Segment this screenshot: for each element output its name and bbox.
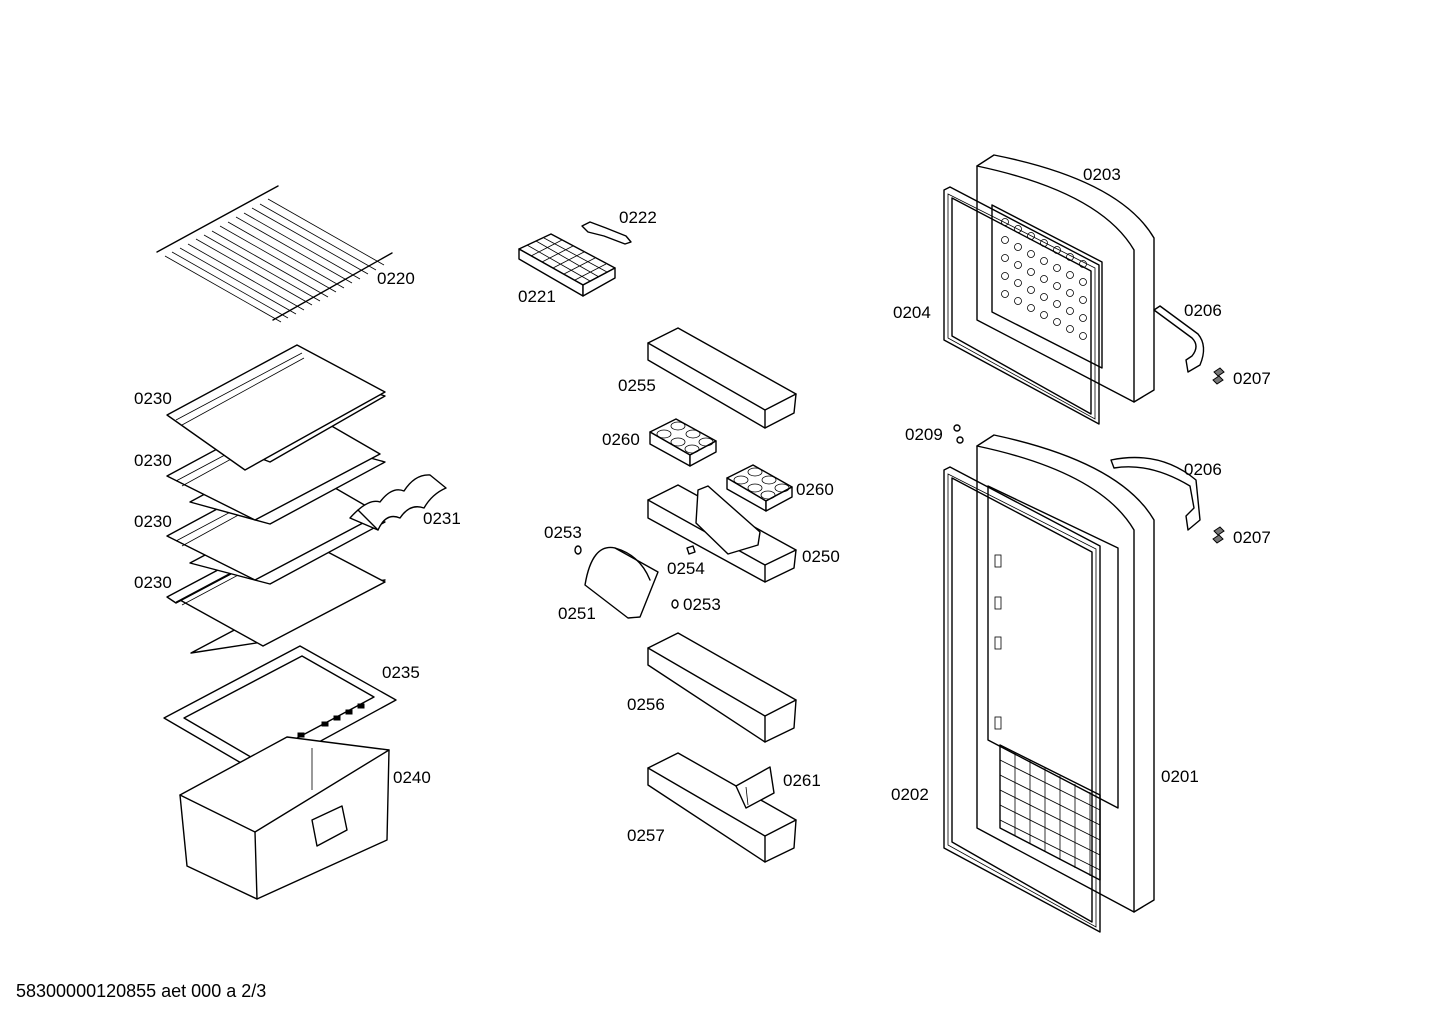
part-label-0257: 0257 [627,826,665,845]
part-label-0207-upper: 0207 [1233,369,1271,388]
part-label-0260-right: 0260 [796,480,834,499]
part-label-0222: 0222 [619,208,657,227]
glass-shelves-drawing [166,344,386,654]
crisper-cover-drawing [163,645,397,775]
part-label-0261: 0261 [783,771,821,790]
part-label-0240: 0240 [393,768,431,787]
part-label-0260-left: 0260 [602,430,640,449]
screws-drawing [953,367,1225,544]
part-label-0250: 0250 [802,547,840,566]
part-label-0256: 0256 [627,695,665,714]
part-label-0209: 0209 [905,425,943,444]
part-label-0203: 0203 [1083,165,1121,184]
door-shelf-small-drawing [647,327,797,429]
crisper-drawer-drawing [179,736,390,900]
fridge-gasket-drawing [943,466,1101,933]
part-label-0221: 0221 [518,287,556,306]
part-label-0206-upper: 0206 [1184,301,1222,320]
door-handles-drawing [1110,305,1205,531]
bottle-rack-drawing [349,474,447,531]
part-label-0207-lower: 0207 [1233,528,1271,547]
part-label-0253-upper: 0253 [544,523,582,542]
freezer-gasket-drawing [943,186,1100,425]
bottle-shelf-drawing [647,752,797,863]
part-label-0206-lower: 0206 [1184,460,1222,479]
part-label-0230-second: 0230 [134,451,172,470]
part-label-0251: 0251 [558,604,596,623]
wire-shelf-drawing [156,185,393,323]
fridge-door-drawing [976,434,1155,913]
door-shelf-mid-drawing [647,632,797,743]
part-label-0202: 0202 [891,785,929,804]
part-label-0231: 0231 [423,509,461,528]
door-bin-divider-drawing [647,484,797,583]
ice-tray-drawing [518,233,616,297]
dairy-flap-drawing [574,545,696,619]
freezer-door-drawing [976,154,1155,403]
part-label-0220: 0220 [377,269,415,288]
part-label-0230-third: 0230 [134,512,172,531]
part-label-0254: 0254 [667,559,705,578]
ice-scoop-drawing [581,221,632,245]
part-label-0230-top: 0230 [134,389,172,408]
part-label-0230-fourth: 0230 [134,573,172,592]
part-label-0204: 0204 [893,303,931,322]
part-label-0253-lower: 0253 [683,595,721,614]
part-label-0201: 0201 [1161,767,1199,786]
egg-tray-drawing [649,418,793,512]
part-label-0255: 0255 [618,376,656,395]
drawing-reference-footer: 58300000120855 aet 000 a 2/3 [16,981,267,1001]
part-label-0235: 0235 [382,663,420,682]
